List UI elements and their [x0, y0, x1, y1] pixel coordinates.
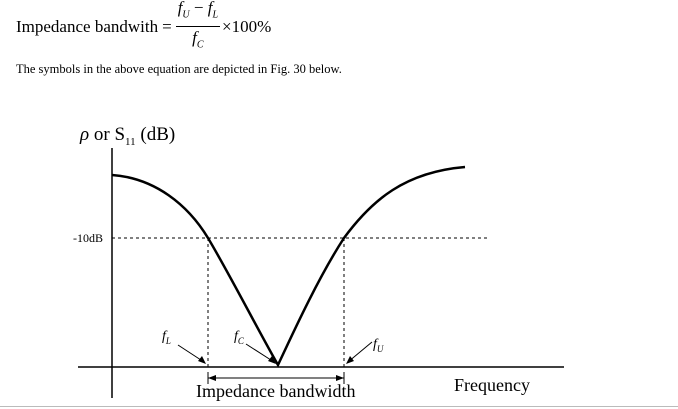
equation-denominator: fC	[192, 27, 204, 50]
bandwidth-label: Impedance bandwidth	[196, 381, 355, 401]
fU-arrowhead	[346, 356, 354, 364]
fU-label: fU	[373, 337, 384, 354]
equation-fraction: fU − fL fC	[175, 0, 221, 56]
bandwidth-left-arrowhead	[208, 375, 216, 381]
page-bottom-divider	[0, 406, 678, 407]
equation-suffix: ×100%	[222, 17, 272, 36]
fL-arrowhead	[198, 356, 206, 364]
equation-equals: =	[162, 17, 172, 36]
return-loss-curve	[111, 165, 466, 368]
equation-lhs: Impedance bandwith	[16, 17, 159, 36]
threshold-label: -10dB	[73, 231, 103, 245]
equation-numerator: fU − fL	[175, 0, 221, 27]
bandwidth-right-arrowhead	[336, 375, 344, 381]
fC-arrowhead	[268, 356, 276, 364]
y-axis-label: ρ or S11 (dB)	[79, 124, 175, 148]
fL-label: fL	[162, 329, 171, 346]
impedance-bandwidth-equation: Impedance bandwith = fU − fL fC ×100%	[16, 0, 272, 52]
fC-arrow	[245, 343, 275, 363]
figure-reference-caption: The symbols in the above equation are de…	[16, 62, 342, 76]
x-axis-label: Frequency	[454, 375, 530, 395]
fC-label: fC	[234, 329, 245, 346]
